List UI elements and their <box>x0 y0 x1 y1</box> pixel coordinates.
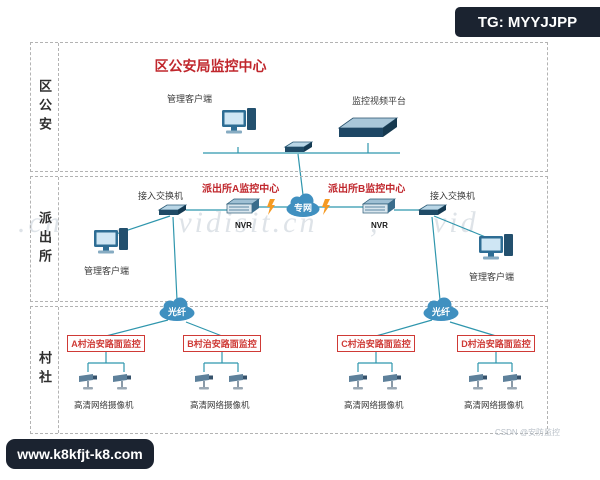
station-client-left-label: 管理客户端 <box>84 266 130 276</box>
csdn-watermark: CSDN @安防监控 <box>495 428 561 437</box>
section-village: 村社 <box>30 306 548 434</box>
nvr-b-label: NVR <box>371 221 388 230</box>
station-side-label: 派出所 <box>37 210 52 268</box>
camera-icon <box>467 372 491 394</box>
nvr-a-icon <box>225 197 261 217</box>
village-c-monitor-box: C村治安路面监控 <box>337 335 415 352</box>
district-title: 区公安局监控中心 <box>154 58 267 74</box>
access-switch-right-label: 接入交换机 <box>430 191 476 201</box>
camera-icon <box>227 372 251 394</box>
station-client-right-label: 管理客户端 <box>469 272 515 282</box>
district-client-label: 管理客户端 <box>167 94 213 104</box>
station-side-column: 派出所 <box>31 177 59 301</box>
camera-icon <box>111 372 135 394</box>
fiber-cloud-right-icon: 光纤 <box>422 296 460 322</box>
station-client-left-computer-icon <box>92 226 130 258</box>
access-switch-left-label: 接入交换机 <box>138 191 184 201</box>
village-d-camera-label: 高清网络摄像机 <box>464 400 524 410</box>
village-b-camera-label: 高清网络摄像机 <box>190 400 250 410</box>
station-a-title: 派出所A监控中心 <box>202 184 280 195</box>
station-client-right-computer-icon <box>477 232 515 264</box>
district-side-column: 区公安 <box>31 43 59 171</box>
camera-icon <box>347 372 371 394</box>
village-c-camera-label: 高清网络摄像机 <box>344 400 404 410</box>
video-platform-label: 监控视频平台 <box>352 96 407 106</box>
camera-icon <box>193 372 217 394</box>
access-switch-left-icon <box>157 202 188 218</box>
video-platform-icon <box>335 114 401 142</box>
district-switch-icon <box>283 139 314 155</box>
village-side-column: 村社 <box>31 307 59 433</box>
tg-badge: TG: MYYJJPP <box>455 7 600 37</box>
camera-icon <box>77 372 101 394</box>
district-side-label: 区公安 <box>37 78 52 136</box>
camera-icon <box>501 372 525 394</box>
website-badge: www.k8kfjt-k8.com <box>6 439 154 469</box>
village-a-monitor-box: A村治安路面监控 <box>67 335 145 352</box>
nvr-b-icon <box>361 197 397 217</box>
management-client-computer-icon <box>220 106 258 138</box>
fiber-cloud-left-icon: 光纤 <box>158 296 196 322</box>
station-b-title: 派出所B监控中心 <box>328 184 406 195</box>
village-a-camera-label: 高清网络摄像机 <box>74 400 134 410</box>
nvr-a-label: NVR <box>235 221 252 230</box>
link-connector-left-icon <box>266 199 276 215</box>
camera-icon <box>381 372 405 394</box>
private-network-cloud-icon: 专网 <box>285 192 321 218</box>
fiber-cloud-left-label: 光纤 <box>167 307 186 317</box>
section-district: 区公安 <box>30 42 548 172</box>
section-station: 派出所 <box>30 176 548 302</box>
private-network-cloud-label: 专网 <box>293 203 312 213</box>
fiber-cloud-right-label: 光纤 <box>431 307 450 317</box>
village-side-label: 村社 <box>37 351 52 389</box>
access-switch-right-icon <box>417 202 448 218</box>
village-d-monitor-box: D村治安路面监控 <box>457 335 535 352</box>
village-b-monitor-box: B村治安路面监控 <box>183 335 261 352</box>
link-connector-right-icon <box>321 199 331 215</box>
